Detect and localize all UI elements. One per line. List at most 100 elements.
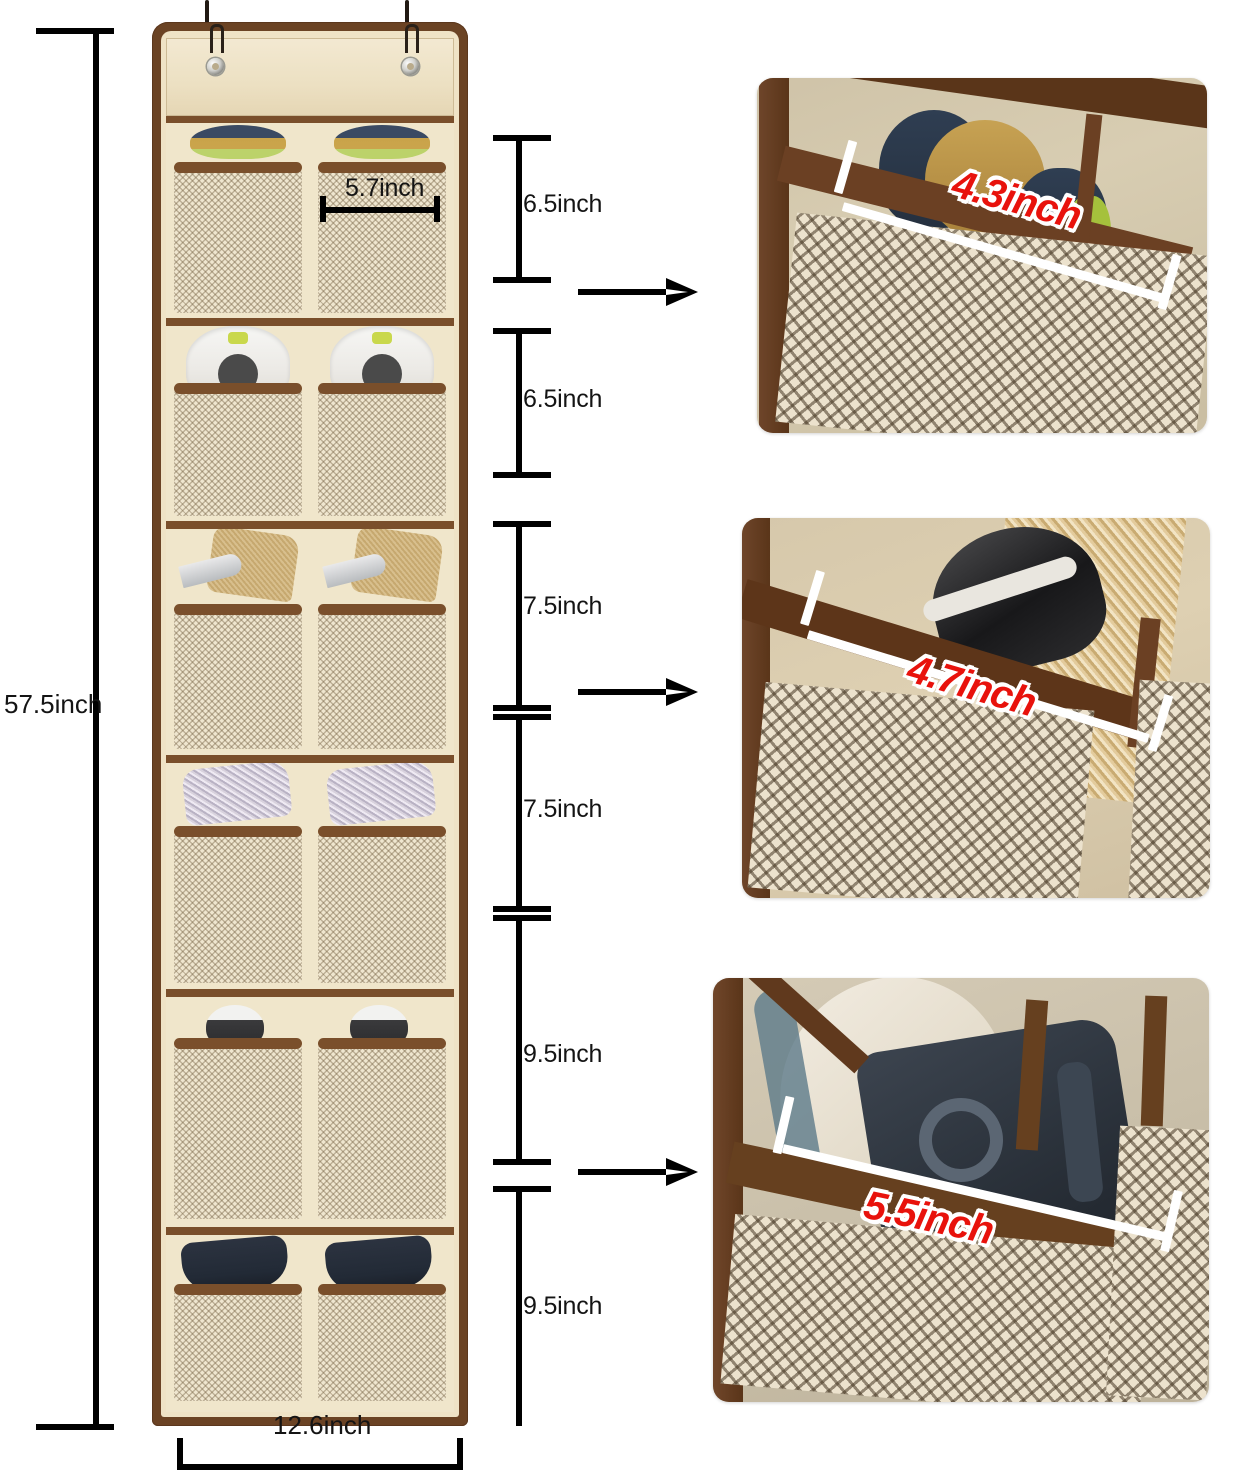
pocket-r2-c2 bbox=[310, 326, 454, 521]
pocket-r3-c1 bbox=[166, 529, 310, 755]
pocket-width-line bbox=[320, 207, 440, 213]
grommet-icon-right bbox=[402, 58, 419, 75]
pocket-row-separator-2 bbox=[166, 521, 454, 529]
pocket-mesh bbox=[318, 604, 446, 749]
row-1-top-cap bbox=[493, 135, 551, 141]
pocket-grid bbox=[166, 123, 454, 1412]
pocket-mesh bbox=[318, 826, 446, 983]
row-3-bottom-cap bbox=[493, 705, 551, 711]
pocket-r4-c1 bbox=[166, 763, 310, 989]
pocket-row-separator-1 bbox=[166, 318, 454, 326]
pocket-mesh-trim bbox=[318, 826, 446, 837]
hanging-strap-right bbox=[405, 0, 409, 30]
row-1-height-label: 6.5inch bbox=[523, 190, 603, 218]
row-4-line bbox=[516, 714, 522, 912]
hook-icon-right bbox=[405, 24, 419, 53]
hanging-strap-left bbox=[205, 0, 209, 30]
pocket-mesh bbox=[318, 162, 446, 313]
detail-panel-middle: 4.7inch bbox=[742, 518, 1210, 898]
row-3-line bbox=[516, 521, 522, 711]
pocket-mesh-trim bbox=[174, 826, 302, 837]
row-3-top-cap bbox=[493, 521, 551, 527]
pocket-row-4 bbox=[166, 763, 454, 989]
pocket-mesh-trim bbox=[174, 1284, 302, 1295]
row-5-line bbox=[516, 915, 522, 1165]
pocket-mesh bbox=[174, 826, 302, 983]
shoe-thumbnail bbox=[181, 763, 293, 827]
row-4-height-label: 7.5inch bbox=[523, 795, 603, 823]
row-5-top-cap bbox=[493, 915, 551, 921]
pocket-r1-c1 bbox=[166, 123, 310, 318]
pocket-mesh-trim bbox=[318, 1038, 446, 1049]
organizer-header-panel bbox=[166, 24, 454, 123]
pocket-r5-c1 bbox=[166, 997, 310, 1227]
pocket-mesh bbox=[318, 383, 446, 516]
pocket-r5-c2 bbox=[310, 997, 454, 1227]
pocket-row-1 bbox=[166, 123, 454, 318]
arrow-right-icon-middle bbox=[578, 678, 698, 706]
pocket-r1-c2 bbox=[310, 123, 454, 318]
row-1-line bbox=[516, 135, 522, 283]
pocket-mesh-trim bbox=[318, 1284, 446, 1295]
pocket-mesh-trim bbox=[174, 383, 302, 394]
pocket-mesh-trim bbox=[174, 604, 302, 615]
row-6-line bbox=[516, 1186, 522, 1426]
pocket-mesh-closeup-right bbox=[1106, 1125, 1209, 1401]
pocket-width-label: 5.7inch bbox=[345, 174, 425, 202]
pocket-mesh bbox=[318, 1038, 446, 1219]
pocket-mesh bbox=[174, 162, 302, 313]
pocket-mesh bbox=[174, 1038, 302, 1219]
pocket-mesh bbox=[318, 1284, 446, 1401]
pocket-r3-c2 bbox=[310, 529, 454, 755]
row-2-bottom-cap bbox=[493, 472, 551, 478]
pocket-mesh-trim bbox=[174, 162, 302, 173]
pocket-row-6 bbox=[166, 1235, 454, 1412]
pocket-mesh-trim bbox=[318, 162, 446, 173]
row-2-line bbox=[516, 328, 522, 478]
pocket-r2-c1 bbox=[166, 326, 310, 521]
grommet-icon-left bbox=[207, 58, 224, 75]
pocket-r6-c1 bbox=[166, 1235, 310, 1412]
pocket-width-right-cap bbox=[434, 196, 440, 222]
row-6-top-cap bbox=[493, 1186, 551, 1192]
height-dim-bottom-cap bbox=[36, 1424, 114, 1430]
pocket-row-separator-3 bbox=[166, 755, 454, 763]
pocket-mesh bbox=[174, 383, 302, 516]
shoe-thumbnail bbox=[325, 763, 437, 827]
width-dim-right-cap bbox=[457, 1438, 463, 1470]
pocket-row-separator-4 bbox=[166, 989, 454, 997]
arrow-right-icon-bottom bbox=[578, 1158, 698, 1186]
detail-panel-top: 4.3inch bbox=[757, 78, 1207, 433]
pocket-mesh-trim bbox=[318, 604, 446, 615]
shoe-logo bbox=[372, 332, 392, 344]
pocket-mesh-closeup-right bbox=[1128, 679, 1210, 898]
overall-width-label: 12.6inch bbox=[273, 1410, 372, 1440]
width-dim-left-cap bbox=[177, 1438, 183, 1470]
detail-panel-bottom: 5.5inch bbox=[713, 978, 1209, 1402]
pocket-width-left-cap bbox=[320, 196, 326, 222]
row-5-height-label: 9.5inch bbox=[523, 1040, 603, 1068]
row-4-top-cap bbox=[493, 714, 551, 720]
hook-icon-left bbox=[210, 24, 224, 53]
arrow-right-icon-top bbox=[578, 278, 698, 306]
overall-height-label: 57.5inch bbox=[4, 689, 103, 719]
shoe-thumbnail bbox=[190, 125, 286, 159]
pocket-mesh-trim bbox=[318, 383, 446, 394]
height-dim-line bbox=[93, 28, 99, 1430]
pocket-mesh-trim bbox=[174, 1038, 302, 1049]
shoe-thumbnail bbox=[334, 125, 430, 159]
pocket-row-separator-5 bbox=[166, 1227, 454, 1235]
row-4-bottom-cap bbox=[493, 906, 551, 912]
row-2-top-cap bbox=[493, 328, 551, 334]
pocket-row-2 bbox=[166, 326, 454, 521]
pocket-divider-trim-2 bbox=[1140, 995, 1168, 1127]
width-dim-line bbox=[177, 1464, 463, 1470]
pocket-r6-c2 bbox=[310, 1235, 454, 1412]
row-6-height-label: 9.5inch bbox=[523, 1292, 603, 1320]
row-2-height-label: 6.5inch bbox=[523, 385, 603, 413]
row-5-bottom-cap bbox=[493, 1159, 551, 1165]
shoe-logo bbox=[228, 332, 248, 344]
pocket-r4-c2 bbox=[310, 763, 454, 989]
pocket-row-3 bbox=[166, 529, 454, 755]
